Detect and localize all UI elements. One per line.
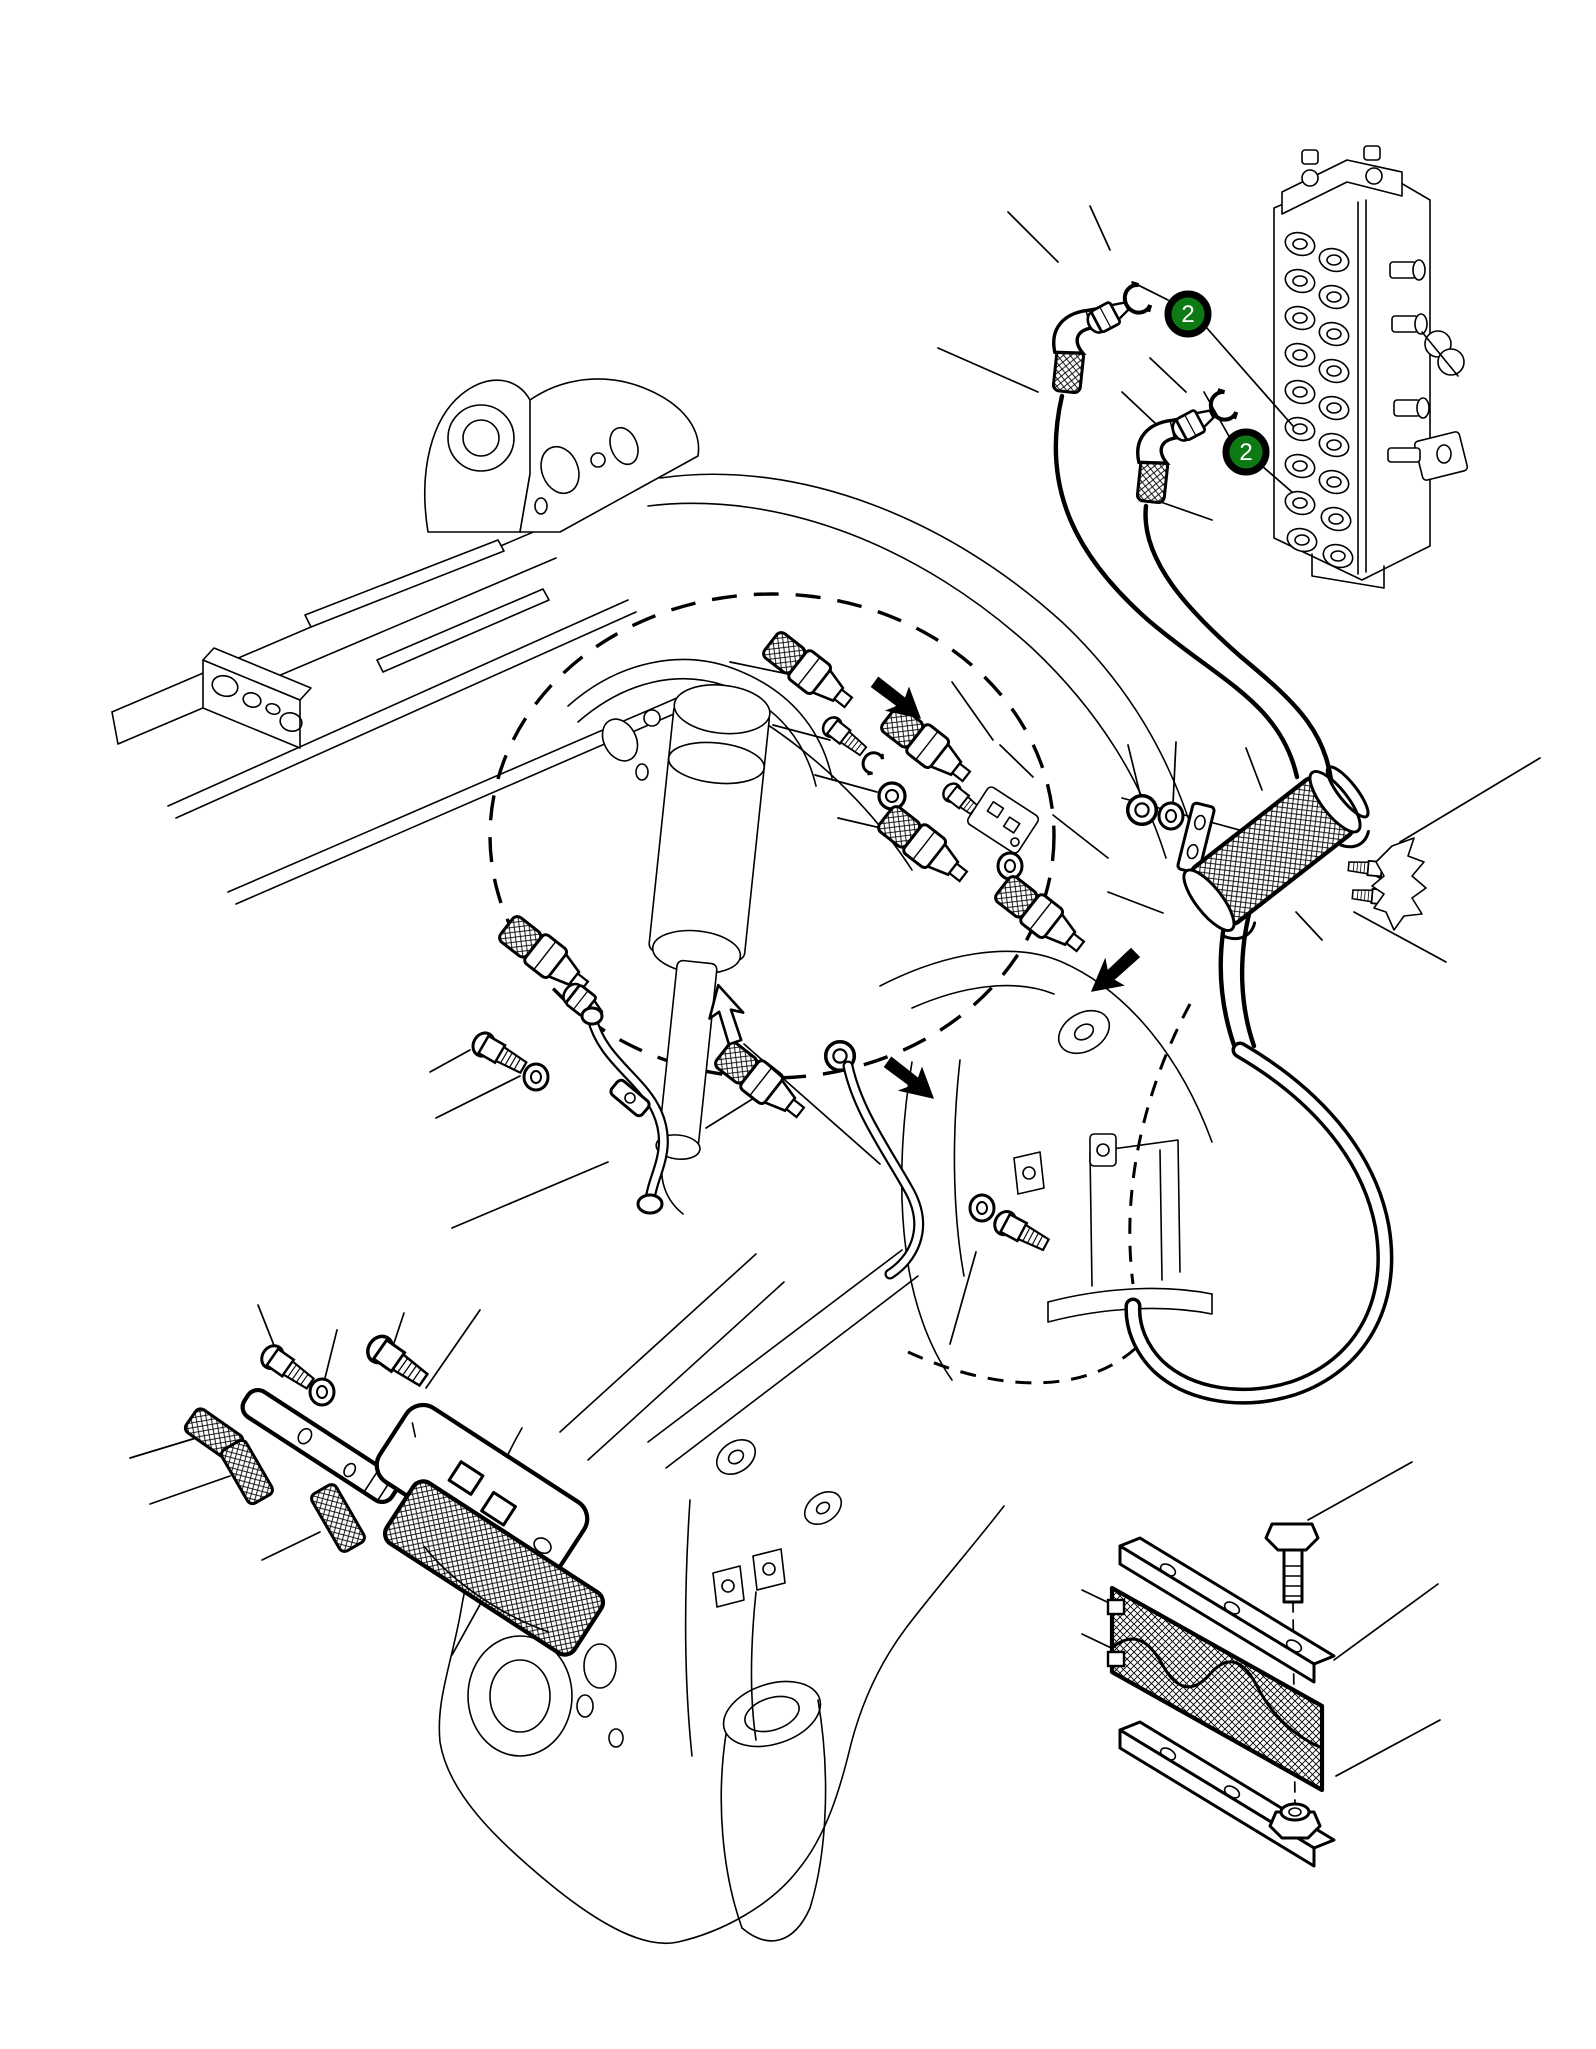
elbow-fitting-kit-1 [937, 205, 1153, 398]
boom-fitting-row [729, 626, 1164, 963]
rubber-pad-large [382, 1479, 606, 1657]
pipe-clamp-tab [609, 1078, 651, 1118]
hose-fitting [876, 700, 979, 793]
boom-cylinder [648, 684, 771, 1215]
guard-nut [1125, 793, 1159, 827]
guide-block [966, 786, 1040, 854]
hose-fitting [990, 870, 1093, 963]
callout-balloon-2b[interactable]: 2 [1222, 428, 1270, 476]
hydraulic-hoses [907, 393, 1394, 1405]
cover-plate [374, 1402, 590, 1582]
clamp-cover-kit [129, 1304, 606, 1657]
hose-guard [1182, 765, 1370, 941]
retainer-bar [240, 1387, 400, 1505]
boom-foot [879, 950, 1213, 1381]
mid-pipe-kit [429, 910, 1053, 1345]
callout-balloons: 2 2 [1131, 281, 1294, 493]
socket-bolt [255, 1340, 319, 1395]
elbow-fitting-kit-2 [1121, 357, 1239, 521]
guard-washer [1157, 801, 1185, 831]
hose-guard-kit [1121, 741, 1541, 963]
control-valve [1273, 145, 1469, 589]
balloon-label: 2 [1239, 439, 1252, 466]
clamp-rubber-blocks [1106, 1585, 1325, 1793]
hose-clamp-assembly [1081, 1461, 1441, 1868]
partial-view-plate [1371, 837, 1427, 931]
manifold-block [202, 647, 312, 749]
detail-dashed-circle [488, 592, 1056, 1080]
clamp-nut [1268, 1802, 1322, 1840]
balloon-label: 2 [1181, 301, 1194, 328]
clamp-plate-top [1118, 1536, 1336, 1684]
hose-fitting [710, 1036, 813, 1129]
washer [308, 1377, 336, 1407]
rubber-pad-small [183, 1407, 366, 1553]
hose-fitting [873, 800, 976, 893]
direction-arrow-outline [708, 983, 745, 1046]
callout-balloon-2a[interactable]: 2 [1164, 290, 1212, 338]
valve-ports-right [1311, 259, 1469, 589]
swing-bracket [438, 1249, 1005, 1944]
hex-bolt [361, 1329, 434, 1393]
plug-bolt [818, 712, 871, 761]
hose-fitting [758, 626, 861, 719]
valve-ports-left [1284, 231, 1354, 569]
boom-beam [111, 378, 1197, 905]
